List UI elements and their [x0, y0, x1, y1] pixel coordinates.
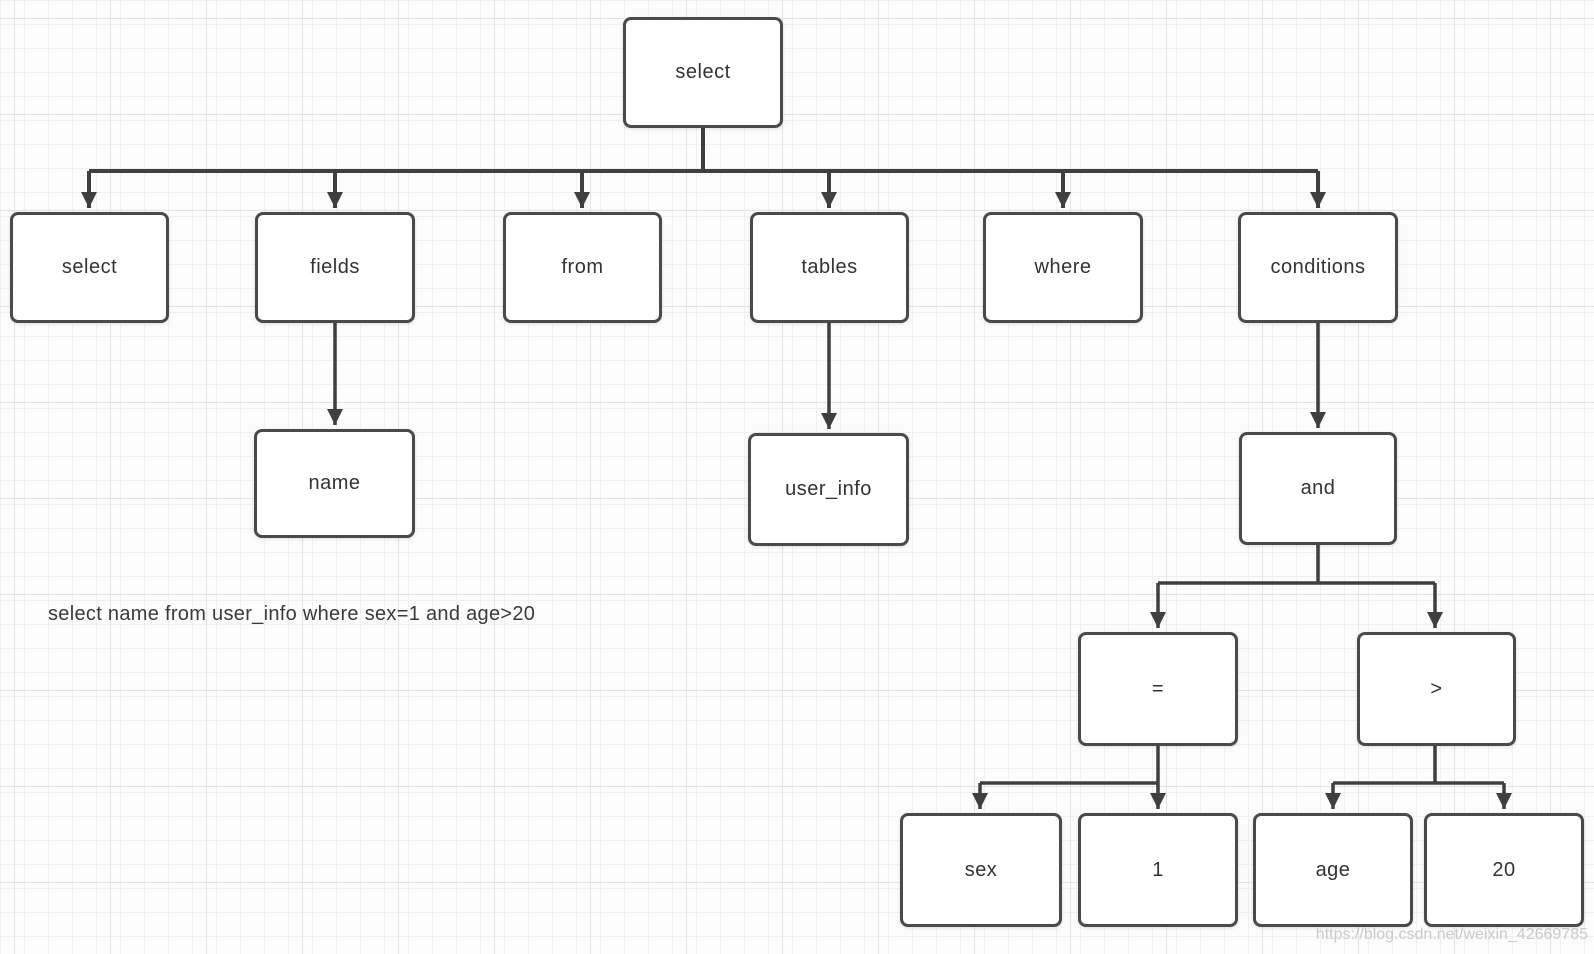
node-label: conditions — [1270, 256, 1366, 278]
node-select: select — [10, 212, 169, 323]
node-label: select — [61, 256, 118, 278]
node-sex: sex — [900, 813, 1062, 927]
node-label: fields — [310, 256, 360, 278]
node-label: name — [308, 472, 361, 494]
node-label: user_info — [785, 478, 872, 500]
node-label: from — [561, 256, 604, 278]
node-conditions: conditions — [1238, 212, 1398, 323]
node-equals: = — [1078, 632, 1238, 746]
node-label: 20 — [1492, 858, 1516, 881]
watermark-url: https://blog.csdn.net/weixin_42669785 — [1315, 926, 1588, 943]
node-name: name — [254, 429, 415, 538]
node-label: age — [1315, 858, 1351, 881]
node-select-root: select — [623, 17, 783, 128]
edge-lower-links — [327, 323, 1512, 809]
node-label: > — [1430, 677, 1443, 700]
node-user-info: user_info — [748, 433, 909, 546]
node-label: sex — [964, 858, 998, 881]
node-age: age — [1253, 813, 1413, 927]
sql-query-text: select name from user_info where sex=1 a… — [48, 603, 536, 625]
node-tables: tables — [750, 212, 909, 323]
node-from: from — [503, 212, 662, 323]
node-where: where — [983, 212, 1143, 323]
node-label: tables — [801, 256, 858, 278]
node-and: and — [1239, 432, 1397, 545]
node-fields: fields — [255, 212, 415, 323]
node-twenty: 20 — [1424, 813, 1584, 927]
node-greater-than: > — [1357, 632, 1516, 746]
node-label: = — [1151, 677, 1165, 700]
node-label: 1 — [1152, 858, 1164, 881]
node-label: where — [1034, 256, 1092, 278]
node-one: 1 — [1078, 813, 1238, 927]
node-label: select — [675, 61, 731, 83]
edge-root-bus — [81, 128, 1326, 208]
node-label: and — [1300, 477, 1336, 499]
